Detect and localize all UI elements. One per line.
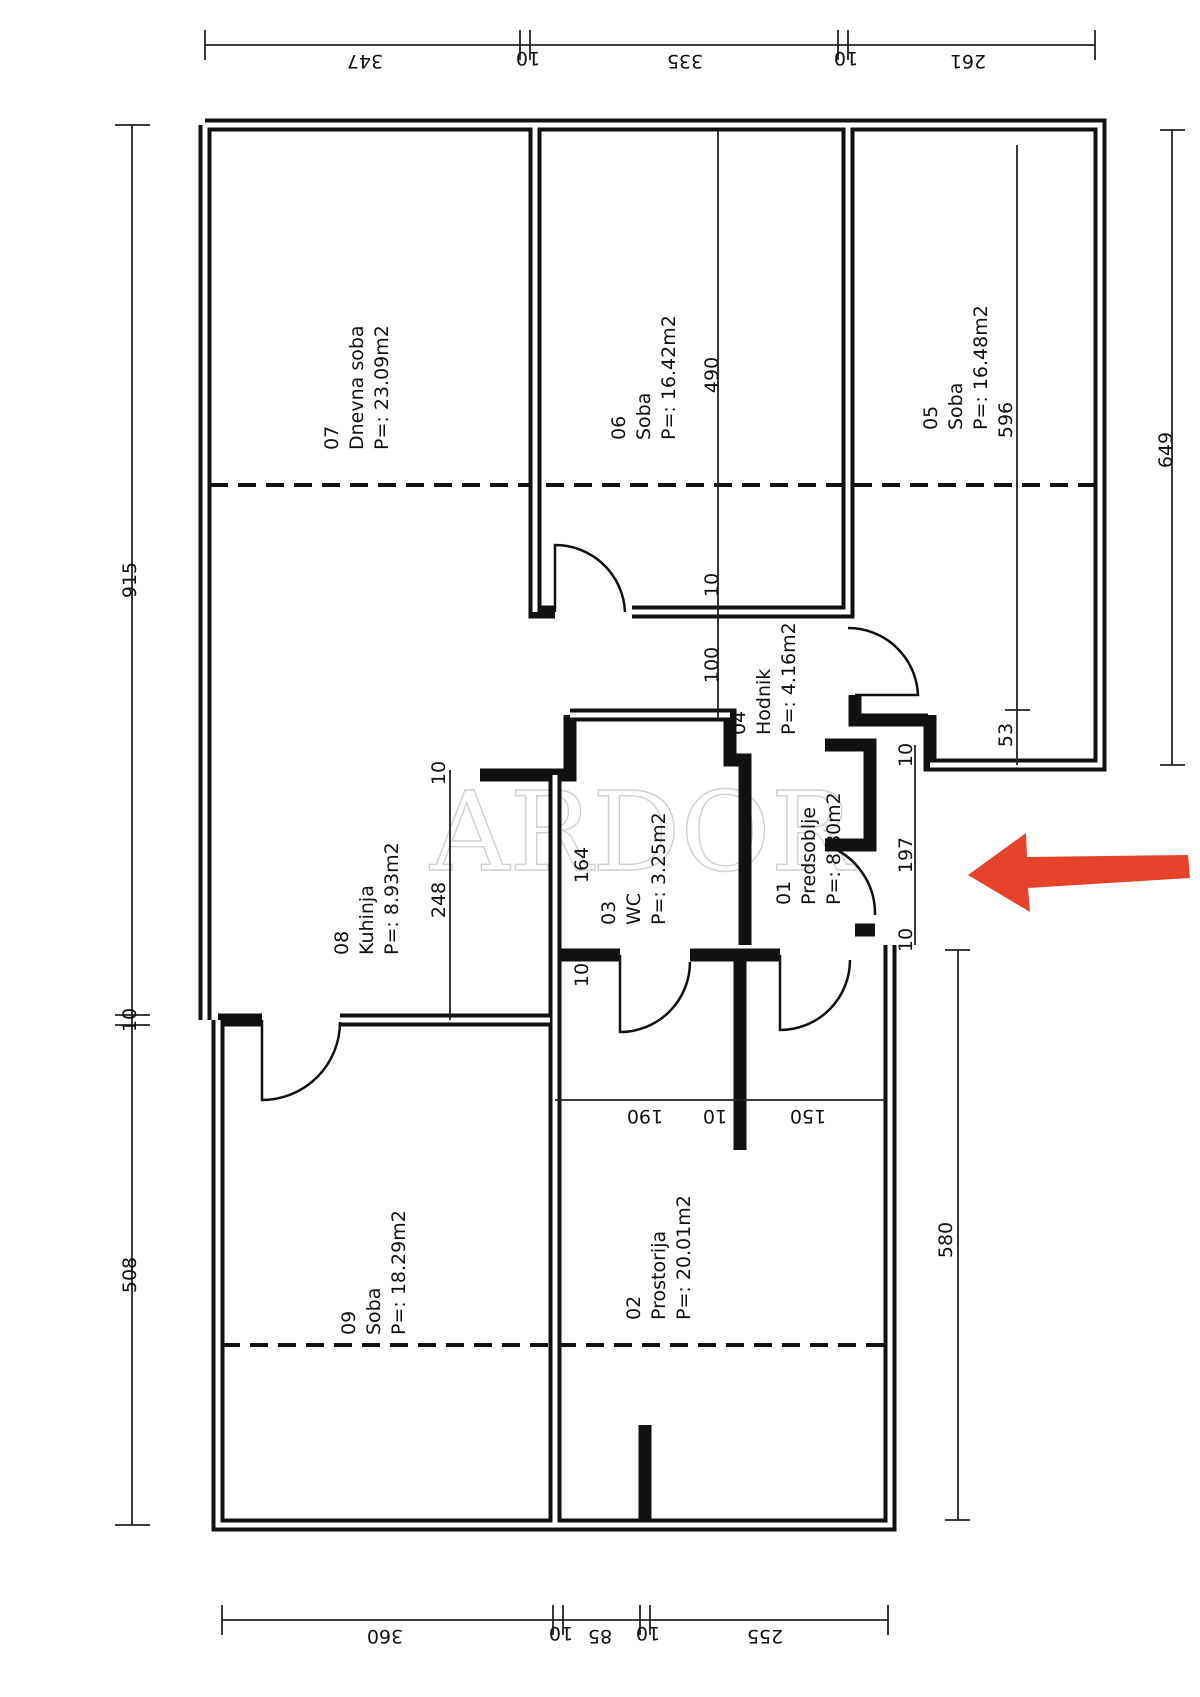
room-07-name: Dnevna soba — [346, 325, 368, 450]
door-room-05 — [847, 626, 920, 697]
room-05-area: P=: 16.48m2 — [970, 305, 992, 430]
dimension-labels: 347 10 335 10 261 360 10 85 10 255 915 1… — [119, 47, 1177, 1647]
room-09-name: Soba — [363, 1288, 385, 1335]
dim-bottom-10a: 10 — [549, 1622, 573, 1644]
room-08-name: Kuhinja — [356, 885, 378, 955]
door-room-06 — [553, 543, 627, 613]
room-07-number: 07 — [321, 426, 343, 450]
room-04-area: P=: 4.16m2 — [778, 622, 800, 735]
room-06-number: 06 — [608, 416, 630, 440]
room-05-name: Soba — [945, 383, 967, 430]
room-09-label: 09 Soba P=: 18.29m2 — [338, 1210, 410, 1335]
door-wc — [618, 955, 692, 1034]
room-04-name: Hodnik — [753, 669, 775, 735]
dim-bottom-85: 85 — [588, 1625, 612, 1647]
dim-left-10: 10 — [119, 1008, 141, 1032]
room-05-number: 05 — [920, 406, 942, 430]
dim-right-649: 649 — [1155, 432, 1177, 468]
dim-bottom-255: 255 — [747, 1625, 783, 1647]
room-06-area: P=: 16.42m2 — [658, 315, 680, 440]
room-03-name: WC — [623, 893, 645, 925]
room-04-label: 04 Hodnik P=: 4.16m2 — [728, 622, 800, 735]
dim-top-261: 261 — [950, 50, 986, 72]
entrance-arrow-icon — [968, 833, 1190, 912]
dim-197: 197 — [895, 837, 917, 873]
dim-top-10b: 10 — [834, 47, 858, 69]
room-02-name: Prostorija — [648, 1231, 670, 1320]
watermark-logo: ARDOR — [429, 768, 857, 896]
dim-bottom-360: 360 — [367, 1625, 403, 1647]
dim-10-hall: 10 — [701, 573, 723, 597]
door-kitchen-room-09 — [260, 1020, 342, 1102]
dim-top-10a: 10 — [516, 47, 540, 69]
room-03-label: 03 WC P=: 3.25m2 — [598, 812, 670, 925]
room-08-number: 08 — [331, 931, 353, 955]
room-06-label: 06 Soba P=: 16.42m2 — [608, 315, 680, 440]
dim-left-508: 508 — [119, 1257, 141, 1293]
dim-490: 490 — [701, 357, 723, 393]
dimension-lines — [115, 30, 1185, 1635]
dim-164: 164 — [571, 847, 593, 883]
dim-248: 248 — [428, 882, 450, 918]
room-09-area: P=: 18.29m2 — [388, 1210, 410, 1335]
room-04-number: 04 — [728, 711, 750, 735]
room-08-label: 08 Kuhinja P=: 8.93m2 — [331, 842, 403, 955]
room-01-label: 01 Predsoblje P=: 8.80m2 — [773, 792, 845, 905]
room-07-area: P=: 23.09m2 — [371, 325, 393, 450]
room-08-area: P=: 8.93m2 — [381, 842, 403, 955]
room-03-area: P=: 3.25m2 — [648, 812, 670, 925]
door-entrance — [824, 843, 877, 916]
dim-150: 150 — [790, 1105, 826, 1127]
dim-10-entry-bottom: 10 — [895, 928, 917, 952]
walls — [198, 118, 1107, 1532]
room-09-number: 09 — [338, 1311, 360, 1335]
dim-53: 53 — [995, 723, 1017, 747]
room-02-number: 02 — [623, 1296, 645, 1320]
room-labels: 07 Dnevna soba P=: 23.09m2 06 Soba P=: 1… — [321, 305, 992, 1335]
room-06-name: Soba — [633, 393, 655, 440]
room-07-label: 07 Dnevna soba P=: 23.09m2 — [321, 325, 393, 450]
dim-596: 596 — [995, 402, 1017, 438]
dim-10-row: 10 — [703, 1105, 727, 1127]
dim-10-entry-top: 10 — [895, 743, 917, 767]
room-01-number: 01 — [773, 881, 795, 905]
dim-580: 580 — [935, 1222, 957, 1258]
dim-190: 190 — [627, 1105, 663, 1127]
dim-left-915: 915 — [119, 562, 141, 598]
dim-top-335: 335 — [667, 50, 703, 72]
dim-10-kitchen: 10 — [428, 761, 450, 785]
room-03-number: 03 — [598, 901, 620, 925]
dim-100: 100 — [701, 647, 723, 683]
doors — [260, 543, 920, 1102]
dim-top-347: 347 — [347, 50, 383, 72]
dim-bottom-10b: 10 — [636, 1622, 660, 1644]
room-01-name: Predsoblje — [798, 807, 820, 905]
room-02-area: P=: 20.01m2 — [673, 1195, 695, 1320]
dim-10-wc: 10 — [571, 963, 593, 987]
door-prostorija — [778, 955, 852, 1032]
room-05-label: 05 Soba P=: 16.48m2 — [920, 305, 992, 430]
watermark: ARDOR — [428, 767, 857, 896]
room-02-label: 02 Prostorija P=: 20.01m2 — [623, 1195, 695, 1320]
room-01-area: P=: 8.80m2 — [823, 792, 845, 905]
dashed-lines — [210, 483, 1095, 1347]
